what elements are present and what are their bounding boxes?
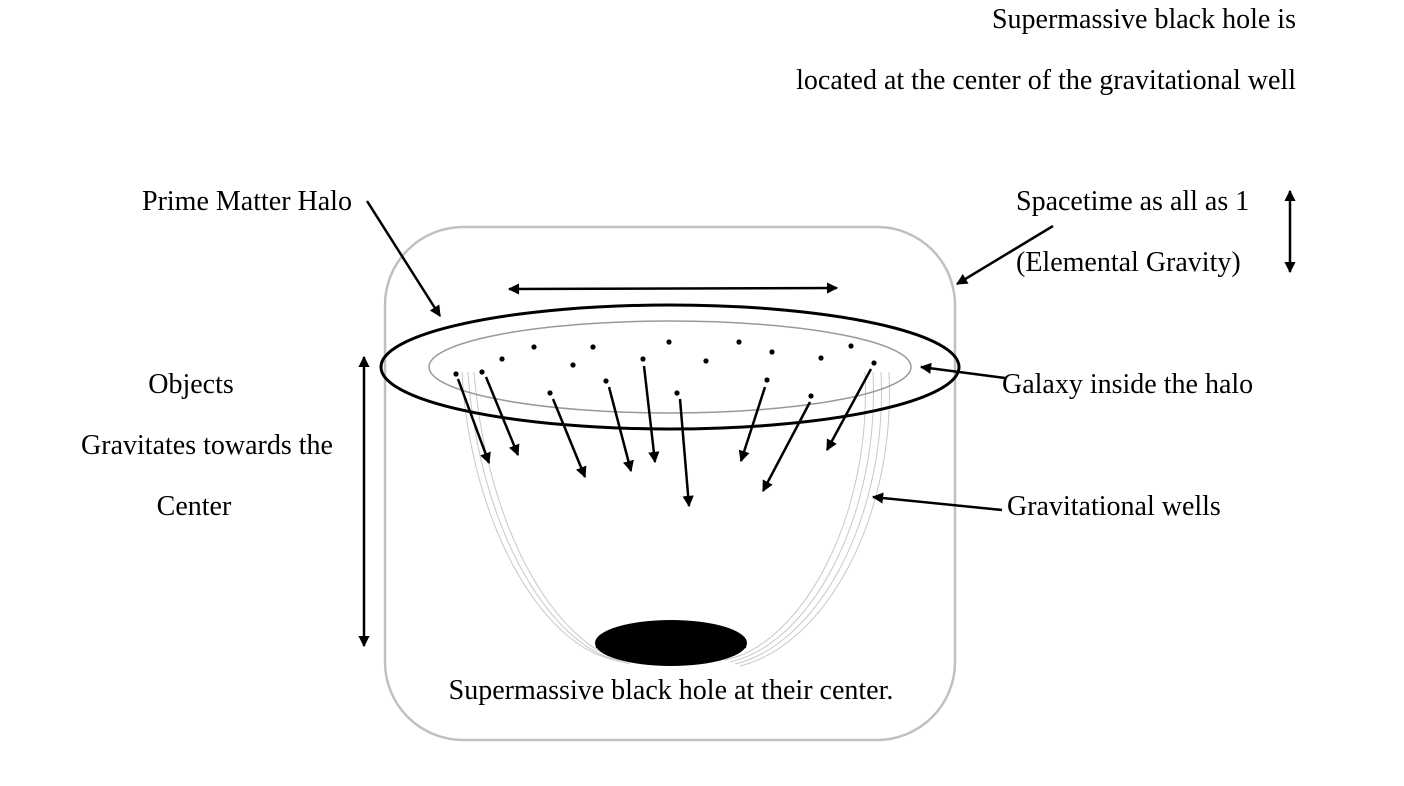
object-dot <box>818 355 824 361</box>
objects-label-line-2: Gravitates towards the <box>81 430 333 461</box>
object-dot <box>674 390 680 396</box>
gravitation-arrow <box>551 398 587 479</box>
object-dot <box>736 339 742 345</box>
black-hole-rim <box>595 646 747 663</box>
object-dot <box>590 344 596 350</box>
galaxy-pointer-arrow <box>919 362 1006 380</box>
halo-label: Prime Matter Halo <box>142 186 352 217</box>
object-dot <box>499 356 505 362</box>
objects-label-line-1: Objects <box>148 369 234 400</box>
object-dot <box>764 377 770 383</box>
object-dot <box>703 358 709 364</box>
black-hole-disc <box>595 620 747 666</box>
object-dot <box>453 371 459 377</box>
object-dot <box>531 344 537 350</box>
objects-label-line-3: Center <box>157 491 232 522</box>
galaxy-objects <box>453 339 877 399</box>
object-dot <box>666 339 672 345</box>
top-caption-line-2: located at the center of the gravitation… <box>796 65 1296 96</box>
galaxy-ring <box>428 320 912 414</box>
prime-matter-halo <box>379 303 961 431</box>
galaxy-label: Galaxy inside the halo <box>1002 369 1253 400</box>
gravitation-arrow <box>825 368 873 451</box>
spacetime-frame <box>383 225 957 742</box>
halo-pointer-arrow <box>365 200 442 317</box>
object-dot <box>603 378 609 384</box>
gravitation-arrow <box>642 365 660 464</box>
object-dot <box>871 360 877 366</box>
object-dot <box>769 349 775 355</box>
halo-width-arrow <box>507 282 839 295</box>
gravitation-arrow <box>738 386 767 463</box>
spacetime-label-line-1: Spacetime as all as 1 <box>1016 186 1249 217</box>
black-hole-label: Supermassive black hole at their center. <box>449 675 894 706</box>
object-dot <box>640 356 646 362</box>
object-dot <box>547 390 553 396</box>
wells-label: Gravitational wells <box>1007 491 1221 522</box>
object-dot <box>570 362 576 368</box>
wells-pointer-arrow <box>871 492 1003 512</box>
spacetime-label-line-2: (Elemental Gravity) <box>1016 247 1241 278</box>
gravitation-arrow <box>607 386 634 473</box>
spacetime-pointer-arrow <box>956 224 1054 286</box>
gravitational-well-walls <box>461 371 890 667</box>
gravitation-arrows <box>456 365 873 508</box>
object-dot <box>479 369 485 375</box>
object-dot <box>848 343 854 349</box>
top-caption-line-1: Supermassive black hole is <box>992 4 1296 35</box>
gravitation-arrow <box>761 401 812 492</box>
gravitation-arrow <box>484 376 520 457</box>
gravitation-arrow <box>678 398 694 508</box>
object-dot <box>808 393 814 399</box>
gravitation-arrow <box>456 378 491 465</box>
